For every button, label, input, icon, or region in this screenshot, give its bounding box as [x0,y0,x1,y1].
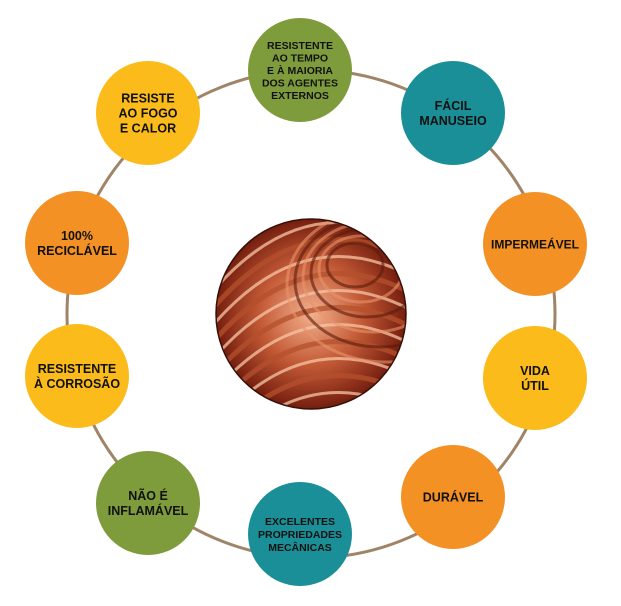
node-label-line: AO FOGO [118,107,177,121]
node-label-line: MECÂNICAS [268,541,332,554]
node-label-line: ÚTIL [521,378,549,393]
node-label-line: INFLAMÁVEL [108,503,189,518]
node-label-line: VIDA [520,364,550,378]
node-label-line: DURÁVEL [423,490,484,505]
node-label-line: MANUSEIO [419,114,487,128]
node-label-line: RECICLÁVEL [37,243,117,258]
node-label-line: DOS AGENTES [262,77,338,89]
node-label-line: E CALOR [120,122,176,136]
node-label-line: RESISTENTE [38,362,117,376]
node-label-line: EXCELENTES [265,516,335,528]
node-label-line: E À MAIORIA [267,64,333,77]
node-impermeavel: IMPERMEÁVEL [483,192,587,296]
node-circle [483,326,587,430]
node-duravel: DURÁVEL [401,445,505,549]
node-circle [248,18,352,122]
node-label-line: IMPERMEÁVEL [491,236,579,251]
node-reciclavel: 100%RECICLÁVEL [25,191,129,295]
node-circle [483,192,587,296]
copper-coil-image [215,218,407,410]
node-circle [25,324,129,428]
node-label-line: RESISTE [121,92,175,106]
node-circle [96,451,200,555]
node-label-line: PROPRIEDADES [258,529,342,541]
node-label-line: NÃO É [128,488,168,503]
node-circle [248,482,352,586]
node-label-line: EXTERNOS [271,90,329,102]
node-label-line: RESISTENTE [267,40,333,52]
node-label-line: AO TEMPO [272,52,328,64]
node-circle [401,61,505,165]
node-label-line: FÁCIL [435,98,472,113]
node-label-line: À CORROSÃO [34,376,120,391]
node-label-line: 100% [61,229,93,243]
node-circle [401,445,505,549]
node-circle [25,191,129,295]
node-circle [96,61,200,165]
